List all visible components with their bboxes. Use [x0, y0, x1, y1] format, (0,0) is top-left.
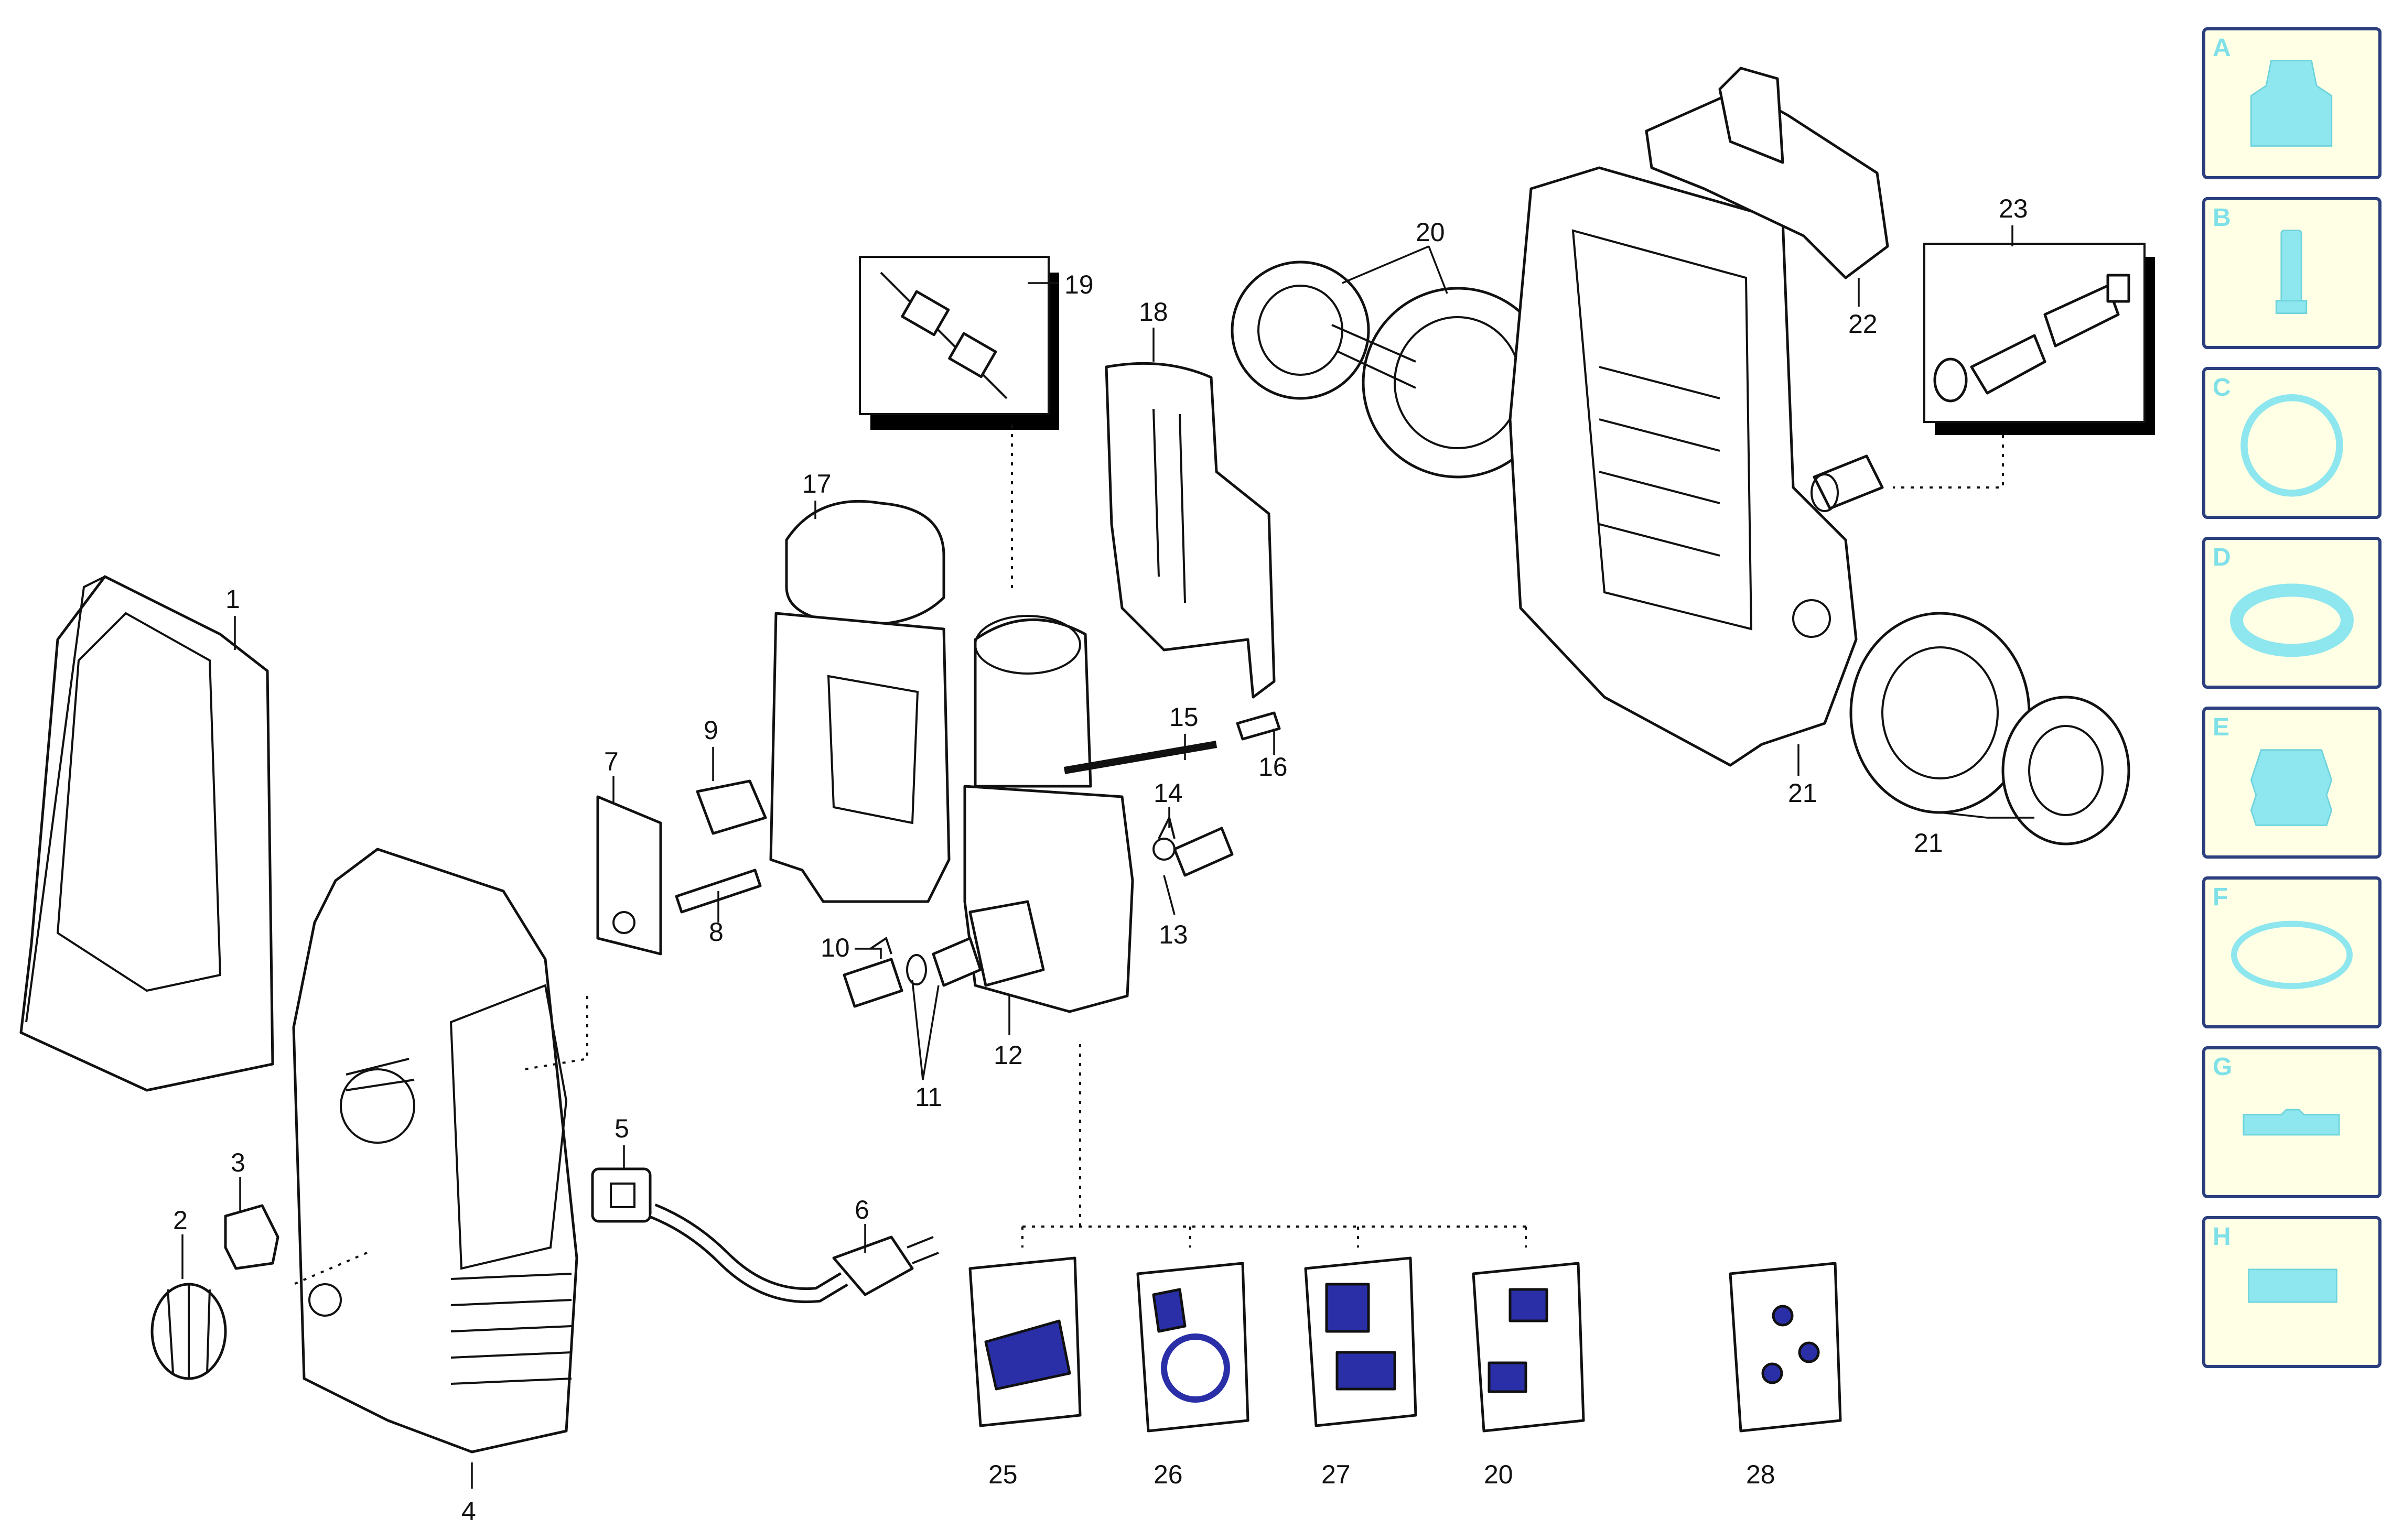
part-11-inlet-fitting — [843, 936, 982, 1008]
leader-lines — [181, 225, 2034, 1489]
callout-17: 17 — [802, 469, 832, 498]
callout-25: 25 — [988, 1460, 1018, 1489]
flat-block-icon — [2248, 1268, 2337, 1303]
callout-18: 18 — [1139, 297, 1168, 327]
callout-7: 7 — [604, 747, 619, 776]
callout-labels: 1 2 3 4 5 6 7 8 9 10 11 12 13 14 15 16 1… — [173, 194, 2028, 1526]
tile-e[interactable]: E — [2202, 707, 2382, 859]
part-1-handle — [19, 575, 274, 1092]
kit-bag-27 — [1304, 1256, 1417, 1427]
callout-1: 1 — [225, 584, 240, 614]
part-21-wheel-top — [1231, 261, 1554, 479]
part-3-clip — [224, 1204, 279, 1270]
part-21-wheel-bottom — [1849, 612, 2130, 845]
callout-21-top: 20 — [1416, 218, 1445, 247]
tile-letter: E — [2213, 713, 2230, 741]
part-23-top-handle — [1645, 67, 1889, 279]
tile-h[interactable]: H — [2202, 1216, 2382, 1368]
tile-letter: D — [2213, 544, 2231, 571]
tile-g[interactable]: G — [2202, 1046, 2382, 1198]
kit-bag-20 — [1472, 1262, 1585, 1433]
callout-6: 6 — [855, 1195, 869, 1224]
callout-20: 20 — [1484, 1460, 1513, 1489]
bellows-seal-icon — [2250, 749, 2333, 826]
tile-letter: C — [2213, 374, 2231, 402]
tile-b[interactable]: B — [2202, 197, 2382, 349]
tile-d[interactable]: D — [2202, 537, 2382, 689]
kit-bag-28 — [1729, 1262, 1842, 1433]
tile-letter: G — [2213, 1053, 2233, 1081]
part-2-knob — [150, 1283, 227, 1380]
callout-12: 12 — [994, 1040, 1023, 1070]
callout-14: 14 — [1154, 778, 1183, 808]
flat-seal-ring-icon — [2230, 583, 2354, 657]
o-ring-large-icon — [2240, 394, 2343, 497]
notched-block-icon — [2243, 1109, 2340, 1136]
callout-2: 2 — [173, 1206, 188, 1235]
dotted-connectors — [293, 425, 2004, 1285]
callout-26: 26 — [1154, 1460, 1183, 1489]
tile-letter: F — [2213, 883, 2228, 911]
part-24-adapter — [1811, 454, 1884, 512]
callout-19: 19 — [1064, 270, 1094, 299]
tile-a[interactable]: A — [2202, 27, 2382, 179]
part-22-rear-housing — [1508, 166, 1858, 767]
part-4-front-housing — [292, 848, 578, 1454]
tile-c[interactable]: C — [2202, 367, 2382, 519]
part-17-motor-cover — [769, 500, 951, 903]
callout-5: 5 — [615, 1114, 629, 1143]
tile-f[interactable]: F — [2202, 876, 2382, 1028]
callout-3: 3 — [231, 1148, 245, 1177]
callout-11: 11 — [915, 1082, 942, 1112]
nozzle-adapter-icon — [2250, 60, 2333, 147]
part-6-power-cable — [650, 1203, 939, 1304]
part-19-brush-box — [859, 256, 1059, 430]
callout-13: 13 — [1159, 920, 1188, 949]
oval-ring-icon — [2231, 920, 2353, 989]
part-24-coupling-box — [1923, 243, 2155, 435]
part-18-housing-half — [1105, 362, 1276, 699]
callout-23: 22 — [1848, 309, 1878, 339]
tile-letter: A — [2213, 34, 2231, 62]
cylinder-pin-icon — [2275, 230, 2308, 314]
callout-28: 28 — [1746, 1460, 1775, 1489]
callout-22: 21 — [1788, 778, 1817, 808]
motor-pump-assembly — [963, 615, 1281, 1013]
callout-27: 27 — [1321, 1460, 1351, 1489]
callout-24: 23 — [1999, 194, 2028, 223]
kit-bag-25 — [968, 1256, 1082, 1427]
callout-15: 15 — [1169, 702, 1199, 732]
tile-letter: H — [2213, 1223, 2231, 1251]
callout-8: 8 — [709, 917, 724, 947]
part-5-socket — [591, 1167, 652, 1223]
callout-9: 9 — [704, 715, 718, 745]
tile-letter: B — [2213, 204, 2231, 232]
part-9-switch — [696, 779, 767, 835]
callout-4: 4 — [461, 1496, 476, 1526]
callout-16: 16 — [1258, 752, 1288, 782]
callout-21-bottom: 21 — [1914, 828, 1943, 858]
kit-bag-26 — [1136, 1262, 1249, 1433]
callout-10: 10 — [821, 933, 850, 962]
part-7-panel — [596, 795, 662, 956]
